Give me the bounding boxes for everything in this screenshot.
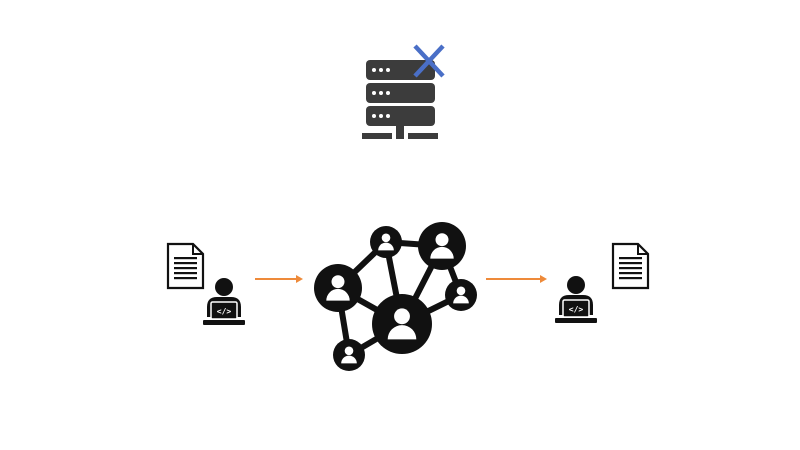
server-icon xyxy=(362,44,445,139)
peer-node-5 xyxy=(372,294,432,354)
peer-node-3 xyxy=(418,222,466,270)
arrow-right-icon xyxy=(486,275,547,283)
peer-network-icon xyxy=(314,222,477,371)
server-stem xyxy=(396,126,404,135)
server-lights xyxy=(372,68,390,118)
document-icon xyxy=(611,242,650,290)
arrow-right-icon xyxy=(255,275,303,283)
peer-node-2 xyxy=(370,226,402,258)
peer-node-1 xyxy=(314,264,362,312)
sender: </> xyxy=(166,242,245,325)
peer-node-6 xyxy=(333,339,365,371)
server-base-left xyxy=(362,133,392,139)
server-unit-3 xyxy=(366,106,435,126)
developer-laptop-icon: </> xyxy=(203,278,245,325)
receiver: </> xyxy=(555,242,650,323)
cross-icon xyxy=(413,44,445,78)
server-stack-icon xyxy=(362,60,438,139)
code-glyph: </> xyxy=(217,307,232,316)
server-base-right xyxy=(408,133,438,139)
server-unit-2 xyxy=(366,83,435,103)
code-glyph: </> xyxy=(569,305,584,314)
server-base-center xyxy=(396,133,404,139)
developer-laptop-icon: </> xyxy=(555,276,597,323)
peer-node-4 xyxy=(445,279,477,311)
document-icon xyxy=(166,242,205,290)
